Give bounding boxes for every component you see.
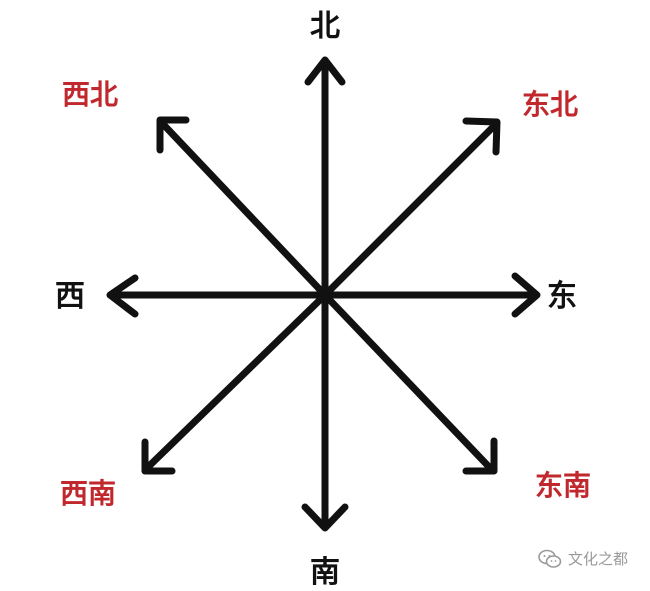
wechat-icon (538, 549, 562, 568)
arrow-southeast (321, 291, 498, 475)
label-south: 南 (310, 555, 340, 590)
label-east: 东 (547, 279, 577, 314)
label-northeast: 东北 (522, 88, 578, 121)
watermark-text: 文化之都 (567, 550, 628, 568)
arrow-west (106, 274, 329, 318)
arrow-north (304, 56, 346, 299)
label-southeast: 东南 (535, 469, 591, 502)
arrow-southwest (141, 291, 329, 475)
arrow-south (301, 291, 349, 532)
label-west: 西 (55, 279, 85, 314)
label-north: 北 (310, 9, 340, 44)
label-southwest: 西南 (60, 477, 116, 510)
watermark: 文化之都 (538, 548, 628, 569)
label-northwest: 西北 (62, 78, 118, 111)
arrow-northwest (156, 116, 329, 299)
arrow-east (321, 272, 541, 318)
arrow-northeast (321, 117, 501, 299)
